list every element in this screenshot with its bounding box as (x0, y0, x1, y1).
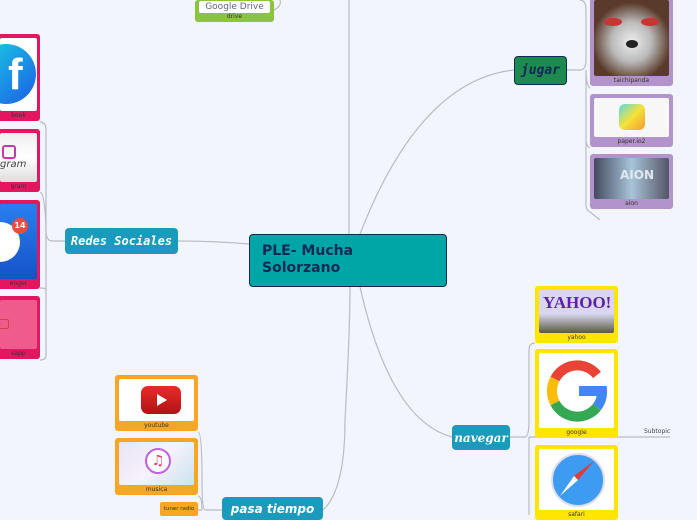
card-label: tuner radio (163, 506, 195, 512)
card-yahoo[interactable]: YAHOO! yahoo (535, 286, 618, 343)
card-drive[interactable]: Google Drive drive (195, 0, 274, 22)
camera-icon (0, 300, 37, 349)
yahoo-logo: YAHOO! (543, 293, 612, 312)
aion-image: AION (594, 158, 669, 199)
card-label: musica (145, 486, 168, 493)
card-youtube[interactable]: youtube (115, 375, 198, 431)
card-label: gram (10, 183, 27, 190)
card-paperio2[interactable]: paper.io2 (590, 94, 673, 147)
card-label: google (566, 429, 587, 436)
card-whatsapp[interactable]: sapp (0, 296, 40, 359)
card-label: drive (226, 13, 243, 20)
card-instagram[interactable]: gram gram (0, 129, 40, 192)
card-aion[interactable]: AION aion (590, 154, 673, 209)
topic-label: jugar (520, 63, 561, 78)
notification-badge: 14 (12, 218, 28, 234)
card-label: aion (625, 200, 638, 207)
compass-icon (539, 449, 614, 510)
card-label: sapp (11, 350, 26, 357)
card-safari[interactable]: safari (535, 445, 618, 520)
central-topic[interactable]: PLE- Mucha Solorzano (249, 234, 447, 287)
card-facebook[interactable]: f book (0, 34, 40, 121)
card-label: taichipanda (613, 77, 650, 84)
topic-label: pasa tiempo (230, 501, 315, 516)
card-label: yahoo (567, 334, 586, 341)
card-label: safari (568, 511, 585, 518)
aion-image-text: AION (620, 168, 654, 182)
instagram-wordmark: gram (0, 159, 27, 170)
yahoo-image: YAHOO! (539, 290, 614, 333)
subtopic[interactable]: Subtopic (644, 428, 671, 435)
facebook-logo-icon: f (0, 38, 37, 111)
google-logo-icon (539, 353, 614, 428)
card-tuner-radio[interactable]: tuner radio (160, 502, 198, 516)
card-label: youtube (144, 422, 169, 429)
central-topic-title: PLE- Mucha Solorzano (262, 243, 354, 276)
music-note-icon: ♫ (119, 442, 194, 485)
card-messenger[interactable]: 14 enger (0, 200, 40, 289)
instagram-logo-icon: gram (0, 133, 37, 182)
card-taichipanda[interactable]: taichipanda (590, 0, 673, 86)
drive-image-text: Google Drive (205, 2, 264, 12)
card-label: paper.io2 (617, 138, 646, 145)
drive-image: Google Drive (199, 1, 270, 13)
topic-pasa-tiempo[interactable]: pasa tiempo (222, 497, 323, 520)
card-musica[interactable]: ♫ musica (115, 438, 198, 495)
card-label: enger (9, 280, 28, 287)
topic-navegar[interactable]: navegar (452, 425, 510, 450)
card-google[interactable]: google (535, 349, 618, 438)
youtube-logo-icon (119, 379, 194, 421)
paperio2-image (594, 98, 669, 137)
card-label: book (11, 112, 26, 119)
messenger-logo-icon: 14 (0, 204, 37, 279)
taichipanda-image (594, 0, 669, 76)
topic-redes-sociales[interactable]: Redes Sociales (65, 228, 178, 254)
topic-label: Redes Sociales (70, 234, 173, 248)
topic-label: navegar (454, 430, 508, 445)
topic-jugar[interactable]: jugar (514, 56, 567, 85)
